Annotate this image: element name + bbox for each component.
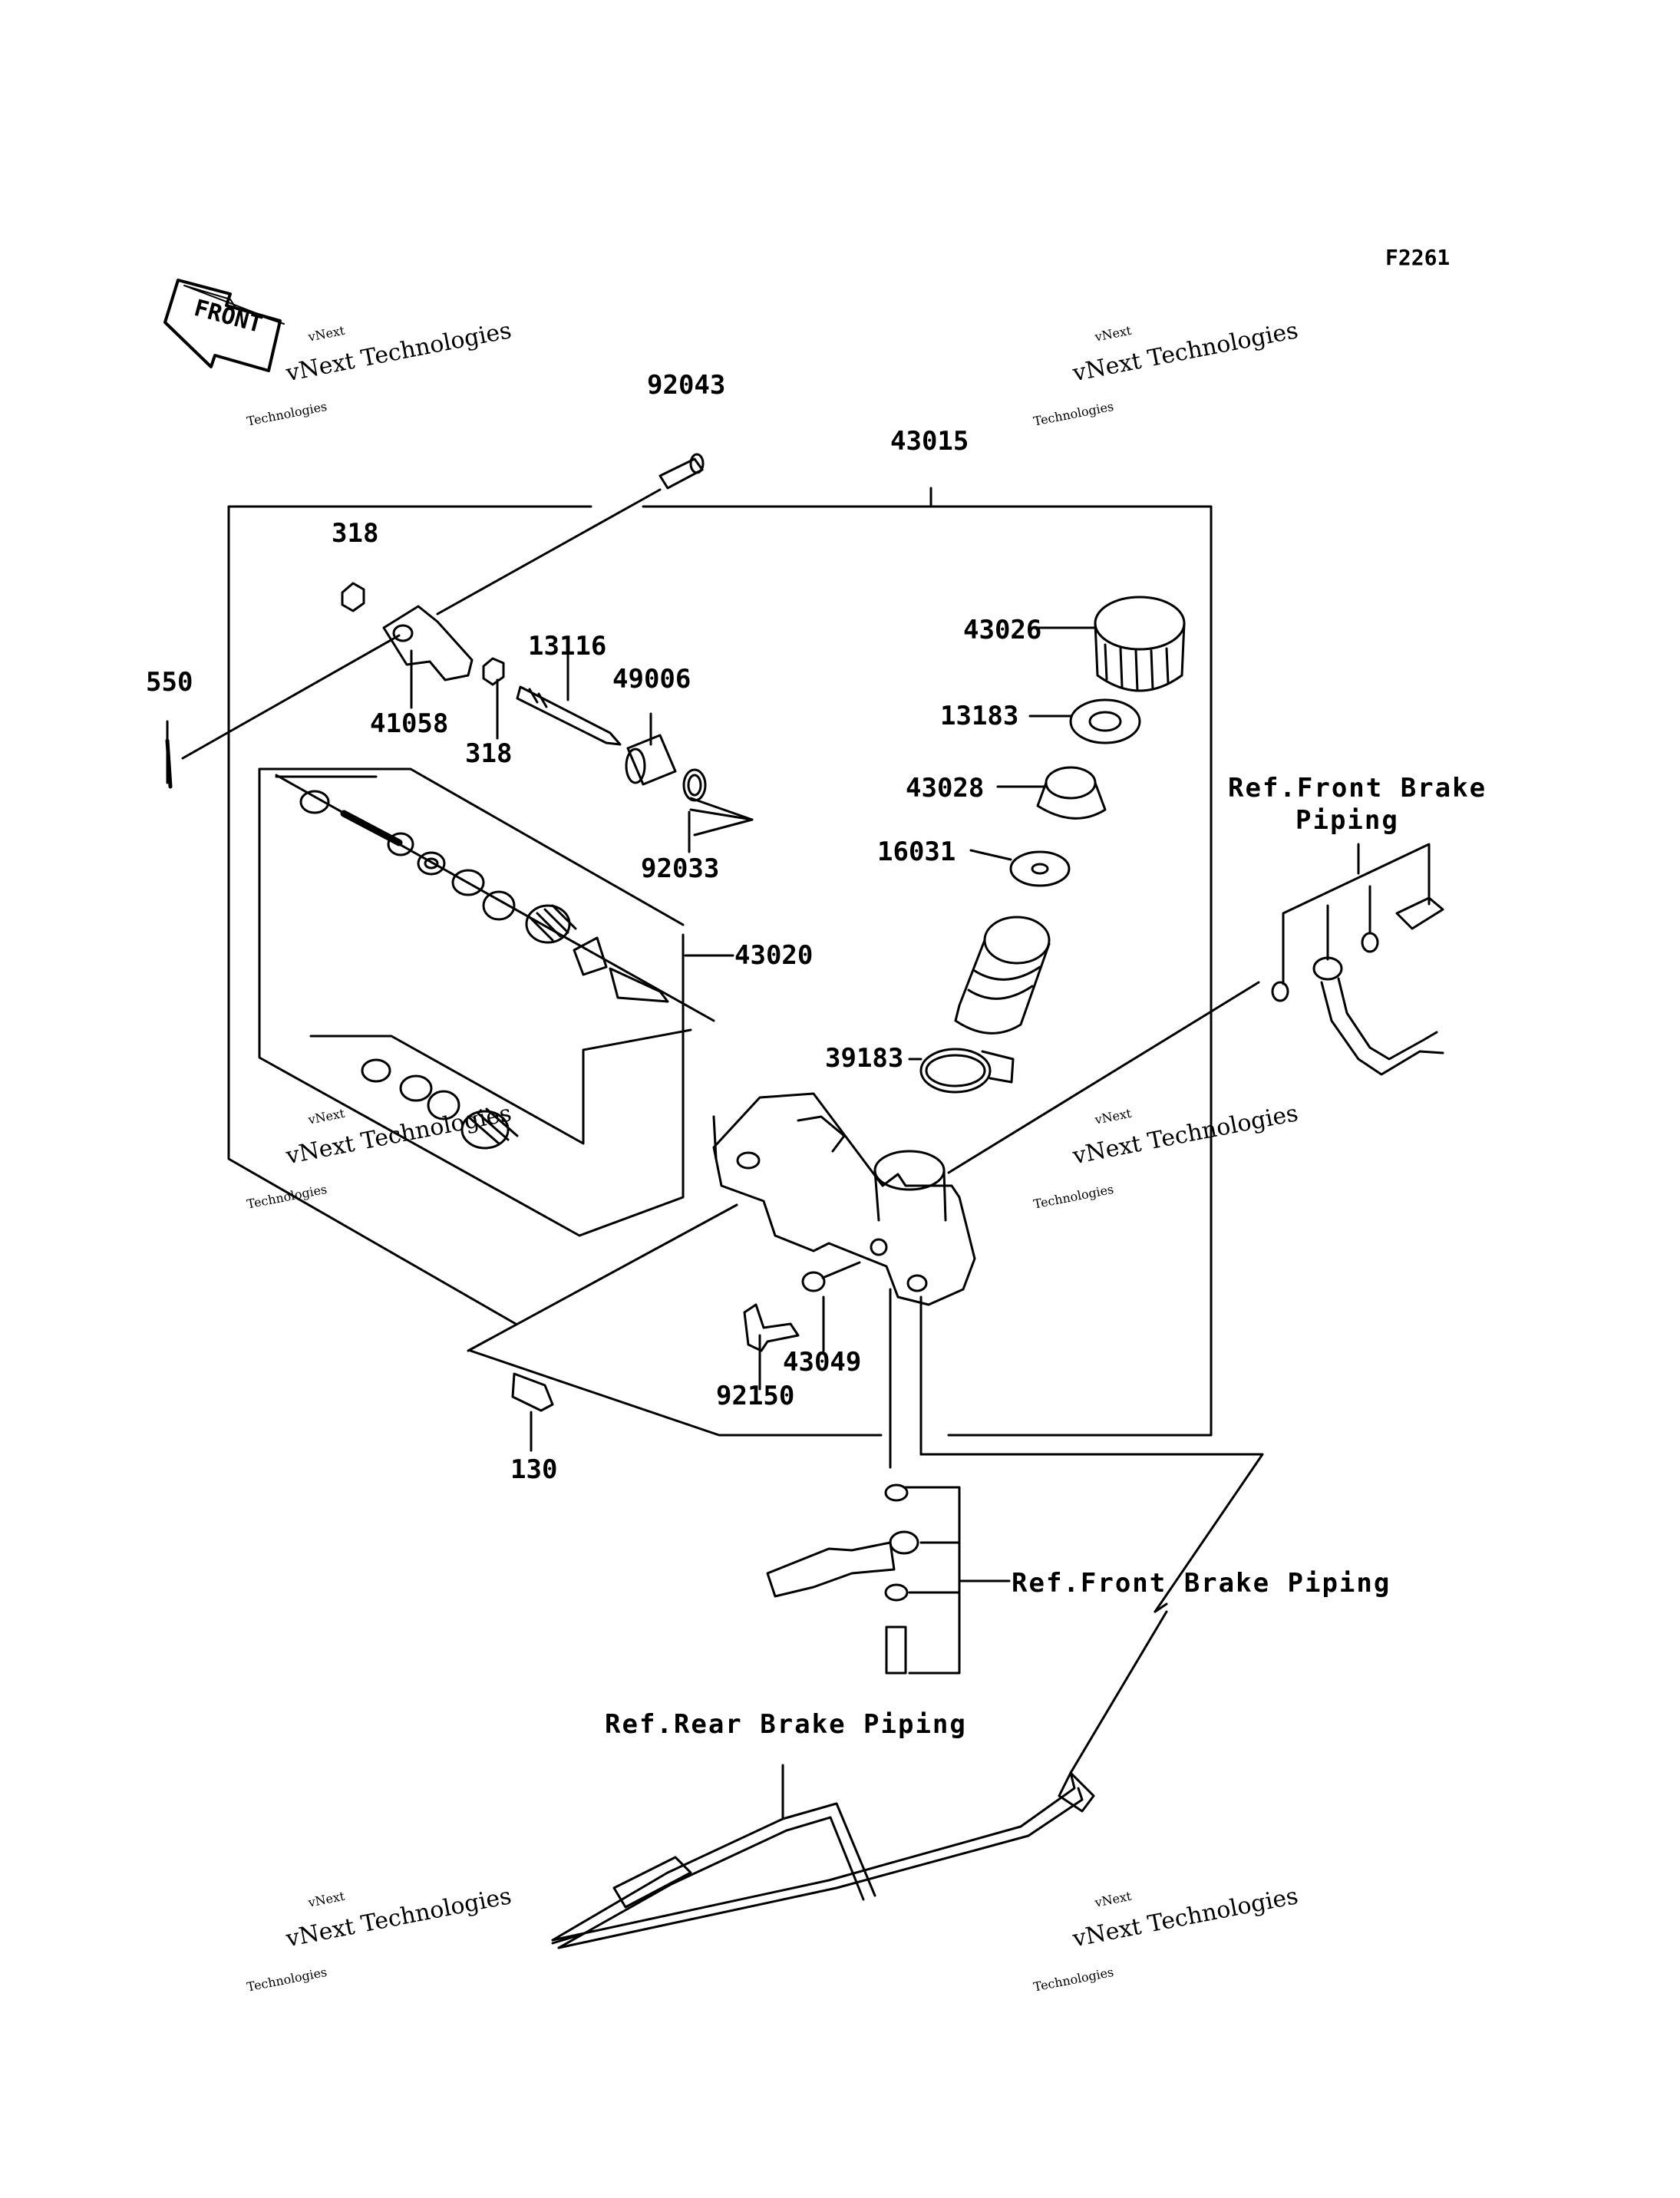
part-16031-seal	[1009, 850, 1071, 887]
reservoir-tank	[954, 916, 1051, 1035]
part-39183-clamp	[919, 1048, 1015, 1094]
part-92150-bolt	[743, 1303, 800, 1391]
rear-brake-piping	[551, 1610, 1168, 1949]
part-label-43049: 43049	[783, 1347, 862, 1378]
part-label-41058: 41058	[370, 708, 449, 739]
ref-rear-brake-piping: Ref.Rear Brake Piping	[605, 1709, 967, 1740]
part-43028-diaphragm	[1036, 766, 1107, 820]
part-label-130: 130	[510, 1454, 558, 1485]
part-label-16031: 16031	[877, 837, 956, 867]
part-49006-boot	[625, 734, 677, 786]
part-130-bolt	[511, 1372, 554, 1452]
part-label-43026: 43026	[963, 615, 1042, 645]
part-92043-pin	[658, 453, 705, 490]
part-label-318: 318	[332, 518, 379, 549]
lower-front-brake-piping	[766, 1288, 1264, 1675]
part-label-43020: 43020	[734, 940, 814, 971]
part-label-13183: 13183	[940, 701, 1019, 731]
right-front-brake-piping	[947, 843, 1444, 1174]
master-cylinder-body	[712, 1092, 976, 1306]
part-43026-reservoir-cap	[1094, 596, 1186, 692]
part-label-49006: 49006	[612, 664, 691, 695]
part-41058-clevis	[382, 605, 474, 682]
leader-lines-top-left	[166, 488, 754, 853]
ref-front-brake-piping-right: Ref.Front Brake	[1228, 773, 1487, 804]
part-label-43028: 43028	[906, 773, 985, 804]
part-label-92033: 92033	[641, 853, 720, 884]
part-label-318-lower: 318	[465, 738, 513, 769]
frame-43020	[258, 767, 734, 1237]
ref-front-brake-piping-right-line2: Piping	[1295, 805, 1399, 836]
ref-front-brake-piping-lower: Ref.Front Brake Piping	[1012, 1568, 1391, 1599]
part-13116-push-rod	[516, 685, 622, 746]
part-label-92043: 92043	[647, 370, 726, 401]
frame-43015	[227, 487, 1213, 1437]
part-label-92150: 92150	[716, 1381, 795, 1411]
figure-code: F2261	[1385, 245, 1451, 270]
part-43049-washer	[801, 1261, 861, 1352]
part-label-43015: 43015	[890, 426, 969, 457]
part-13183-plate	[1069, 698, 1141, 744]
part-label-39183: 39183	[825, 1043, 904, 1074]
part-550-cotter-pin	[165, 738, 173, 789]
part-43020-piston-kit	[299, 790, 669, 1150]
part-label-13116: 13116	[528, 631, 607, 662]
part-92033-circlip	[682, 768, 707, 802]
part-label-550: 550	[146, 667, 193, 698]
leader-lines-right	[712, 626, 1097, 1160]
front-arrow-icon	[163, 279, 285, 372]
part-318-nut	[341, 582, 505, 686]
